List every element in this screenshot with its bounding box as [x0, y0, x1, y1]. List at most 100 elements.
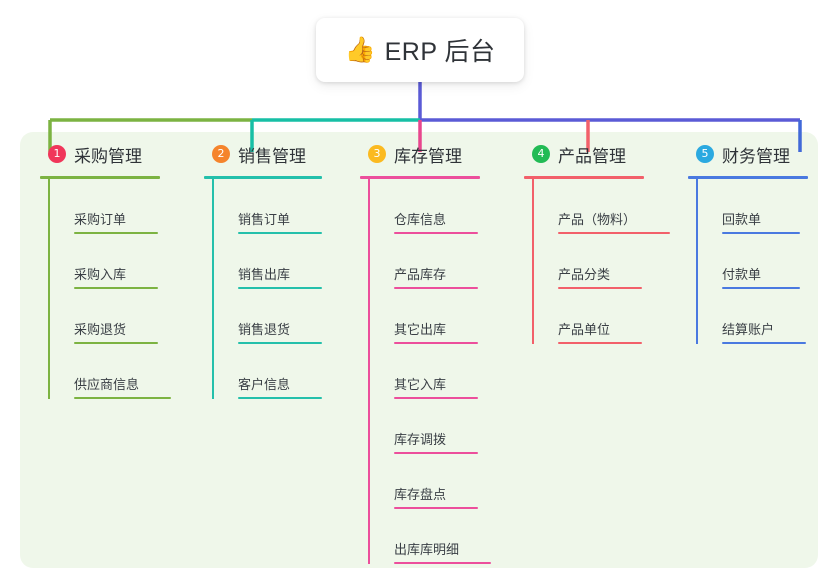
branch-header-3[interactable]: 3 库存管理 [360, 132, 525, 176]
branch-item-label: 产品（物料） [558, 212, 637, 227]
branch-item[interactable]: 客户信息 [212, 344, 369, 399]
branch-header-1[interactable]: 1 采购管理 [40, 132, 205, 176]
branch-item-underline [394, 452, 478, 454]
branch-item-underline [722, 232, 800, 234]
branch-title: 财务管理 [722, 146, 790, 166]
branch-item-underline [238, 342, 322, 344]
branch-column-1: 1 采购管理采购订单采购入库采购退货供应商信息 [40, 132, 205, 399]
branches-panel [20, 132, 818, 568]
branch-item-list: 仓库信息产品库存其它出库其它入库库存调拨库存盘点出库库明细 [360, 179, 525, 564]
branch-title: 采购管理 [74, 146, 142, 166]
branch-item-underline [74, 232, 158, 234]
branch-item-label: 销售订单 [238, 212, 291, 227]
branch-item[interactable]: 供应商信息 [48, 344, 205, 399]
branch-item-underline [74, 397, 171, 399]
branch-item-label: 付款单 [722, 267, 762, 282]
branch-item-underline [238, 397, 322, 399]
branch-item[interactable]: 出库库明细 [368, 509, 525, 564]
branch-spine [368, 179, 370, 564]
branch-item-label: 仓库信息 [394, 212, 447, 227]
branch-item-underline [558, 232, 670, 234]
branch-header-4[interactable]: 4 产品管理 [524, 132, 689, 176]
root-node-title: ERP 后台 [384, 38, 496, 66]
branch-item[interactable]: 库存盘点 [368, 454, 525, 509]
branch-item-label: 库存调拨 [394, 432, 447, 447]
branch-item-underline [238, 232, 322, 234]
branch-number-badge: 2 [212, 145, 230, 163]
branch-number-badge: 4 [532, 145, 550, 163]
branch-item-label: 采购退货 [74, 322, 127, 337]
branch-item-label: 产品库存 [394, 267, 447, 282]
branch-item-underline [558, 342, 642, 344]
branch-item[interactable]: 销售出库 [212, 234, 369, 289]
branch-item-underline [74, 287, 158, 289]
branch-item-list: 产品（物料） 产品分类产品单位 [524, 179, 689, 344]
branch-item-underline [394, 287, 478, 289]
branch-item-underline [394, 507, 478, 509]
branch-item-list: 采购订单采购入库采购退货供应商信息 [40, 179, 205, 399]
branch-item-label: 销售退货 [238, 322, 291, 337]
branch-item-label: 产品分类 [558, 267, 611, 282]
branch-item[interactable]: 采购退货 [48, 289, 205, 344]
branch-item[interactable]: 结算账户 [696, 289, 839, 344]
branch-item-label: 回款单 [722, 212, 762, 227]
branch-item-underline [74, 342, 158, 344]
branch-item[interactable]: 产品单位 [532, 289, 689, 344]
branch-item[interactable]: 库存调拨 [368, 399, 525, 454]
branch-item-label: 采购入库 [74, 267, 127, 282]
branch-spine [696, 179, 698, 344]
branch-item[interactable]: 仓库信息 [368, 179, 525, 234]
branch-item[interactable]: 付款单 [696, 234, 839, 289]
branch-spine [48, 179, 50, 399]
root-node[interactable]: 👍 ERP 后台 [316, 18, 524, 82]
branch-title: 销售管理 [238, 146, 306, 166]
thumbs-up-icon: 👍 [344, 35, 376, 64]
branch-item[interactable]: 采购订单 [48, 179, 205, 234]
branch-header-underline [40, 176, 160, 179]
branch-item-list: 回款单付款单结算账户 [688, 179, 839, 344]
branch-item-label: 其它出库 [394, 322, 447, 337]
branch-item[interactable]: 产品（物料） [532, 179, 689, 234]
branch-item[interactable]: 采购入库 [48, 234, 205, 289]
branch-header-underline [524, 176, 644, 179]
branch-column-5: 5 财务管理回款单付款单结算账户 [688, 132, 839, 344]
branch-item[interactable]: 产品库存 [368, 234, 525, 289]
branch-number-badge: 3 [368, 145, 386, 163]
branch-spine [532, 179, 534, 344]
branch-item-underline [394, 562, 491, 564]
branch-column-2: 2 销售管理销售订单销售出库销售退货客户信息 [204, 132, 369, 399]
branch-item-underline [558, 287, 642, 289]
branch-column-3: 3 库存管理仓库信息产品库存其它出库其它入库库存调拨库存盘点出库库明细 [360, 132, 525, 564]
branch-columns: 1 采购管理采购订单采购入库采购退货供应商信息 2 销售管理销售订单销售出库销售退货客… [20, 132, 818, 568]
branch-item-underline [394, 342, 478, 344]
branch-item-label: 其它入库 [394, 377, 447, 392]
branch-item[interactable]: 其它出库 [368, 289, 525, 344]
branch-header-5[interactable]: 5 财务管理 [688, 132, 839, 176]
branch-header-2[interactable]: 2 销售管理 [204, 132, 369, 176]
branch-item[interactable]: 其它入库 [368, 344, 525, 399]
branch-title: 库存管理 [394, 146, 462, 166]
branch-item-underline [394, 397, 478, 399]
branch-item-underline [238, 287, 322, 289]
branch-item-label: 产品单位 [558, 322, 611, 337]
branch-column-4: 4 产品管理产品（物料） 产品分类产品单位 [524, 132, 689, 344]
branch-item[interactable]: 销售退货 [212, 289, 369, 344]
branch-header-underline [360, 176, 480, 179]
branch-spine [212, 179, 214, 399]
branch-number-badge: 5 [696, 145, 714, 163]
branch-item-label: 采购订单 [74, 212, 127, 227]
branch-title: 产品管理 [558, 146, 626, 166]
branch-item-label: 客户信息 [238, 377, 291, 392]
branch-item-label: 结算账户 [722, 322, 775, 337]
branch-item[interactable]: 产品分类 [532, 234, 689, 289]
branch-item-label: 销售出库 [238, 267, 291, 282]
branch-item[interactable]: 回款单 [696, 179, 839, 234]
branch-item[interactable]: 销售订单 [212, 179, 369, 234]
branch-number-badge: 1 [48, 145, 66, 163]
branch-item-underline [394, 232, 478, 234]
branch-item-underline [722, 287, 800, 289]
branch-item-label: 供应商信息 [74, 377, 140, 392]
branch-header-underline [204, 176, 322, 179]
branch-item-label: 库存盘点 [394, 487, 447, 502]
